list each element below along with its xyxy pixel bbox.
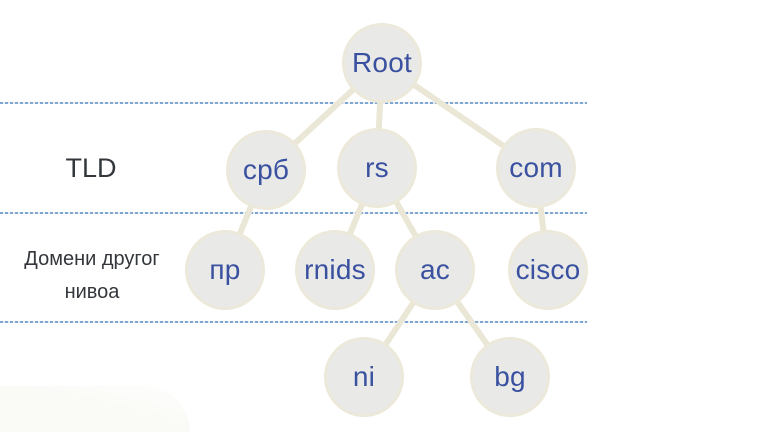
level-separator-second-third	[0, 321, 587, 323]
node-srb: срб	[226, 130, 306, 210]
node-pr-label: пр	[209, 254, 241, 285]
node-pr: пр	[185, 230, 265, 310]
watermark-shape	[0, 386, 190, 432]
node-bg: bg	[470, 337, 550, 417]
row-label-second-level-line2: нивоа	[64, 281, 120, 303]
node-ac-label: ac	[420, 254, 450, 285]
node-ni-label: ni	[352, 361, 376, 392]
row-label-second-level: Домени другог нивоа	[8, 243, 176, 309]
node-root: Root	[342, 23, 422, 103]
node-cisco: cisco	[508, 230, 588, 310]
node-root-label: Root	[352, 47, 412, 78]
node-rnids: rnids	[295, 230, 375, 310]
node-cisco-label: cisco	[515, 254, 581, 285]
node-com: com	[496, 128, 576, 208]
node-com-label: com	[509, 152, 563, 183]
row-label-second-level-line1: Домени другог	[24, 248, 160, 270]
node-srb-label: срб	[242, 154, 290, 185]
level-separator-root-tld	[0, 102, 587, 104]
node-bg-label: bg	[494, 361, 526, 392]
node-ni: ni	[324, 337, 404, 417]
level-separator-tld-second	[0, 212, 587, 214]
row-label-tld: TLD	[65, 153, 117, 183]
node-rs-label: rs	[365, 152, 389, 183]
node-rs: rs	[337, 128, 417, 208]
node-ac: ac	[395, 230, 475, 310]
node-rnids-label: rnids	[304, 254, 366, 285]
